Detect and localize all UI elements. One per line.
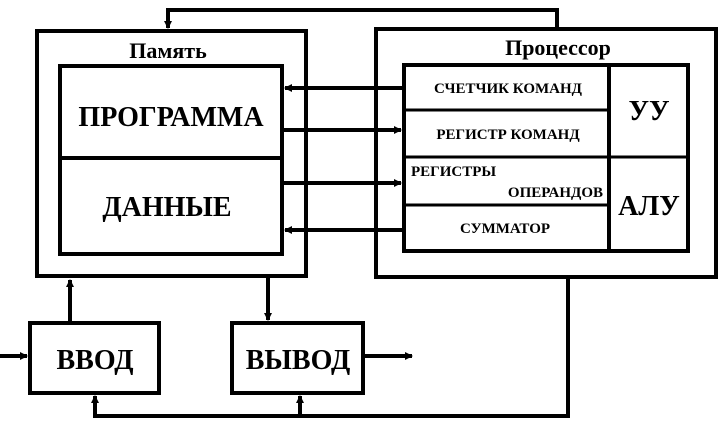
instruction-register-label: РЕГИСТР КОМАНД <box>436 127 580 143</box>
input-label: ВВОД <box>57 345 134 376</box>
operand-registers-label-line2: ОПЕРАНДОВ <box>508 185 603 201</box>
memory-title: Память <box>129 38 207 63</box>
alu-label: АЛУ <box>618 191 680 222</box>
accumulator-label: СУММАТОР <box>460 221 550 237</box>
program-section-label: ПРОГРАММА <box>78 102 264 133</box>
processor-to-memory-control-arrow <box>164 8 559 29</box>
program-counter-label: СЧЕТЧИК КОМАНД <box>434 81 583 97</box>
control-unit-label: УУ <box>628 96 669 127</box>
processor-block: Процессор СЧЕТЧИК КОМАНД РЕГИСТР КОМАНД … <box>374 27 718 279</box>
output-block: ВЫВОД <box>230 321 365 395</box>
memory-frame <box>35 29 308 278</box>
processor-to-input-control-arrow <box>91 277 570 418</box>
processor-frame <box>374 27 718 279</box>
data-section-label: ДАННЫЕ <box>102 192 231 223</box>
processor-title: Процессор <box>505 35 611 60</box>
input-block: ВВОД <box>28 321 161 395</box>
input-frame <box>28 321 161 395</box>
memory-block: Память ПРОГРАММА ДАННЫЕ <box>35 29 308 278</box>
output-label: ВЫВОД <box>246 345 351 376</box>
memory-processor-connections <box>282 84 404 234</box>
operand-registers-label-line1: РЕГИСТРЫ <box>411 164 496 180</box>
